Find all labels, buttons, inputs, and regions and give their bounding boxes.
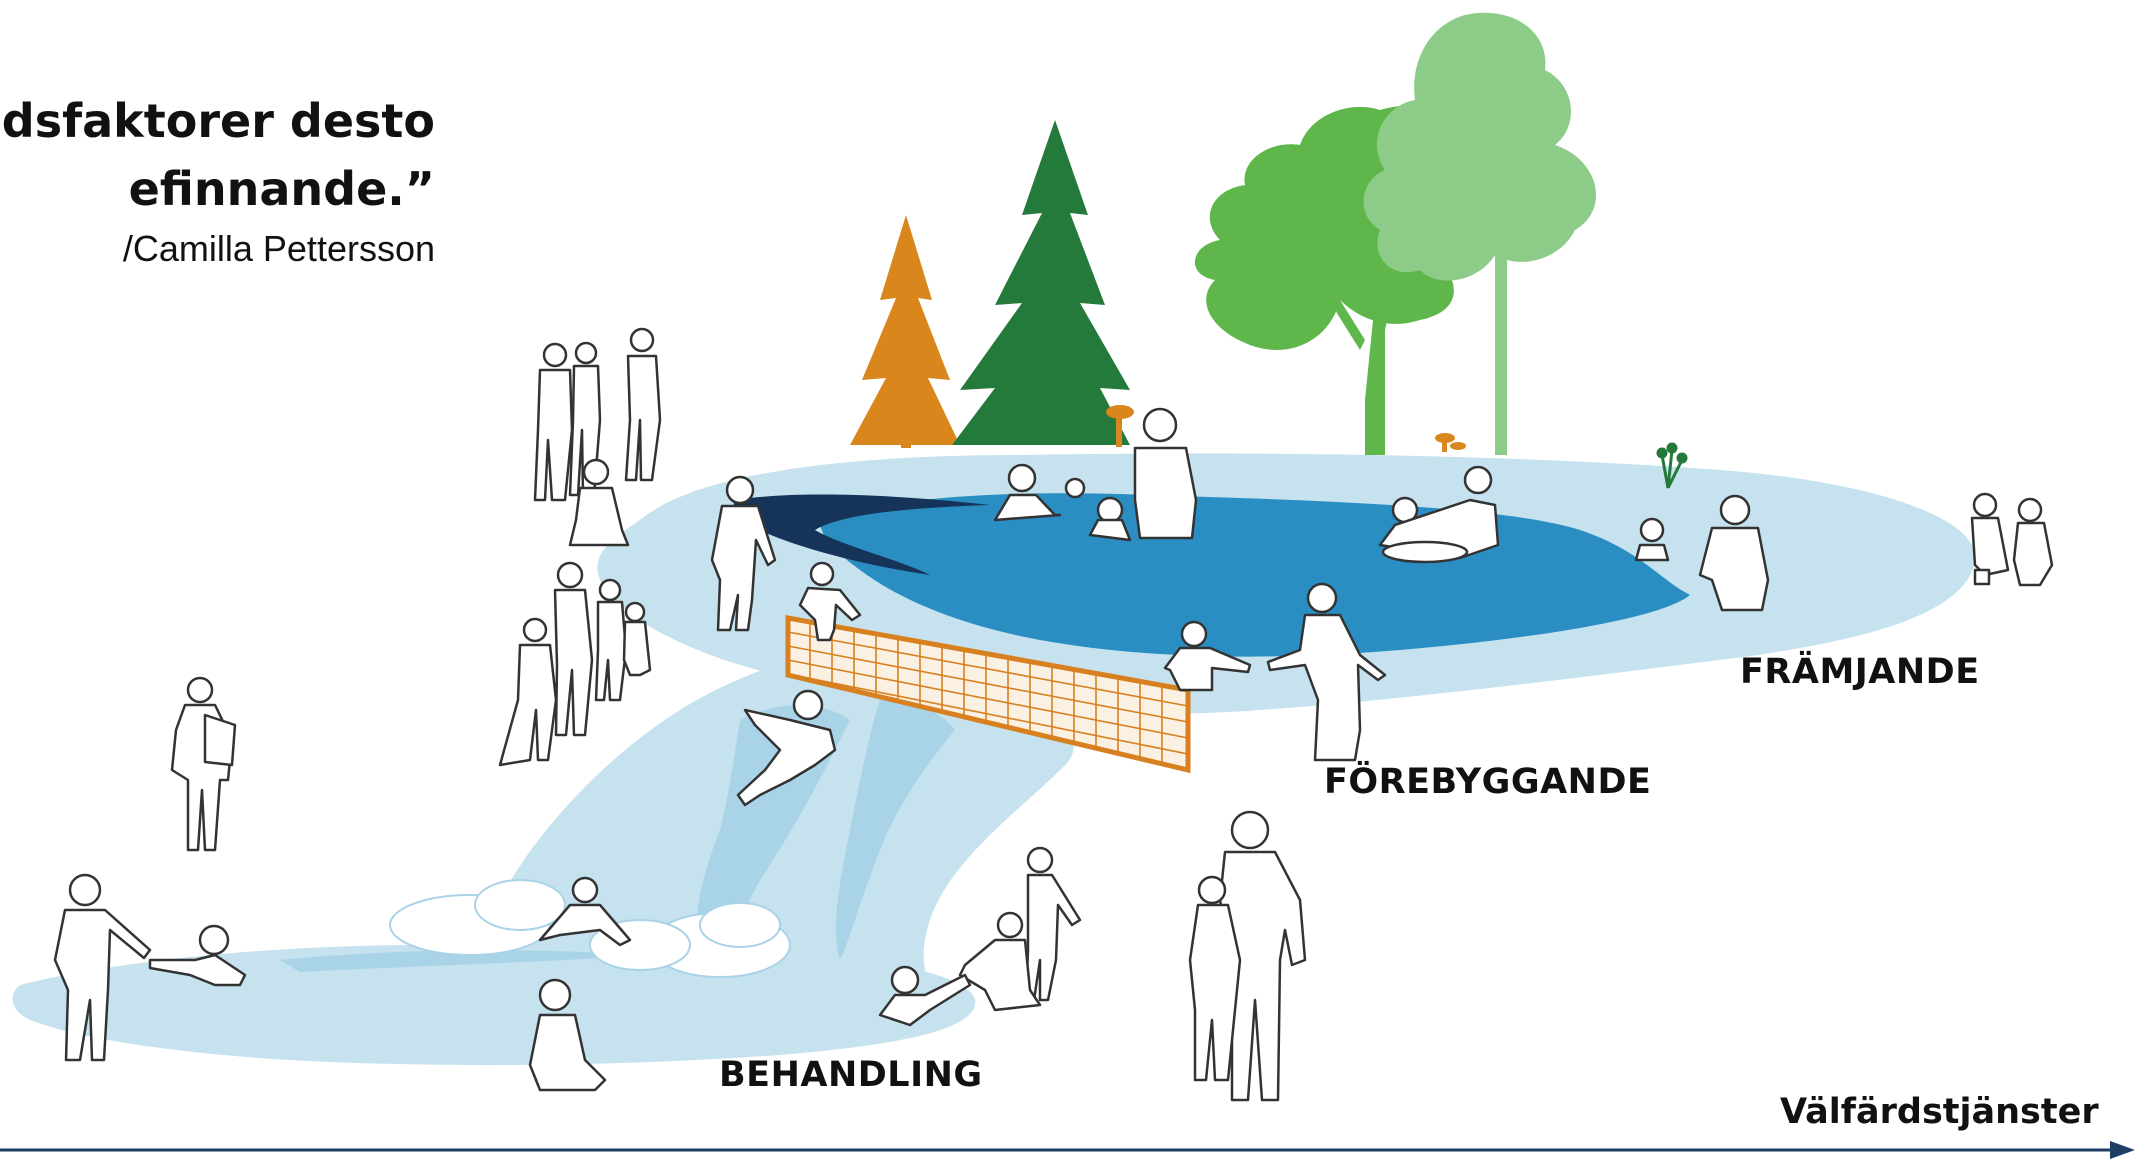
arrow-right-icon <box>2110 1141 2135 1159</box>
person-figure <box>568 458 630 547</box>
quote-author: /Camilla Pettersson <box>122 228 435 269</box>
stage-label-treatment: BEHANDLING <box>719 1055 983 1095</box>
quote-line-2: efinnande.” <box>128 162 435 216</box>
person-figure <box>594 578 628 702</box>
axis-label: Välfärdstjänster <box>1780 1092 2099 1132</box>
person-figure <box>1133 407 1198 540</box>
mushroom-icon <box>1106 405 1134 447</box>
person-figure <box>553 561 594 737</box>
stage-label-promoting: FRÄMJANDE <box>1740 652 1980 692</box>
volleyball-net-icon <box>785 615 1191 774</box>
person-figure <box>798 561 862 642</box>
people <box>53 327 2054 1102</box>
person-figure <box>624 327 662 482</box>
person-figure <box>533 342 574 502</box>
person-figure <box>1163 620 1252 692</box>
person-figure <box>528 978 607 1092</box>
person-figure <box>170 676 237 852</box>
waterfall-streaks <box>696 700 955 960</box>
upper-lake-dark-edge <box>733 494 990 575</box>
person-figure <box>878 965 972 1027</box>
person-figure <box>538 876 632 947</box>
person-figure <box>148 924 247 987</box>
person-figure <box>1698 494 1770 612</box>
spruce-orange-icon <box>850 215 960 448</box>
person-figure <box>1970 492 2010 586</box>
person-figure <box>1024 846 1082 1002</box>
person-figure <box>1378 465 1500 564</box>
person-figure <box>2012 497 2054 587</box>
person-figure <box>1064 477 1132 542</box>
person-figure <box>1266 582 1387 762</box>
person-figure <box>1188 875 1242 1082</box>
person-figure <box>736 689 837 807</box>
plant-icon <box>1656 442 1688 489</box>
quote-line-1: yddsfaktorer desto <box>0 94 435 148</box>
mushroom-icon <box>1435 433 1466 452</box>
spruce-darkgreen-icon <box>952 120 1130 445</box>
trees <box>850 12 1688 489</box>
person-figure <box>622 601 652 677</box>
person-figure <box>498 617 558 767</box>
lower-pool-streak <box>280 950 640 972</box>
person-figure <box>958 911 1042 1012</box>
person-figure <box>53 873 152 1062</box>
person-figure <box>993 463 1062 522</box>
pine-lightgreen-icon <box>1363 12 1597 455</box>
stage-label-preventive: FÖREBYGGANDE <box>1324 762 1652 802</box>
person-figure <box>1634 517 1670 562</box>
foam-clouds <box>389 879 791 978</box>
welfare-axis <box>0 1141 2135 1159</box>
person-figure <box>710 475 777 632</box>
